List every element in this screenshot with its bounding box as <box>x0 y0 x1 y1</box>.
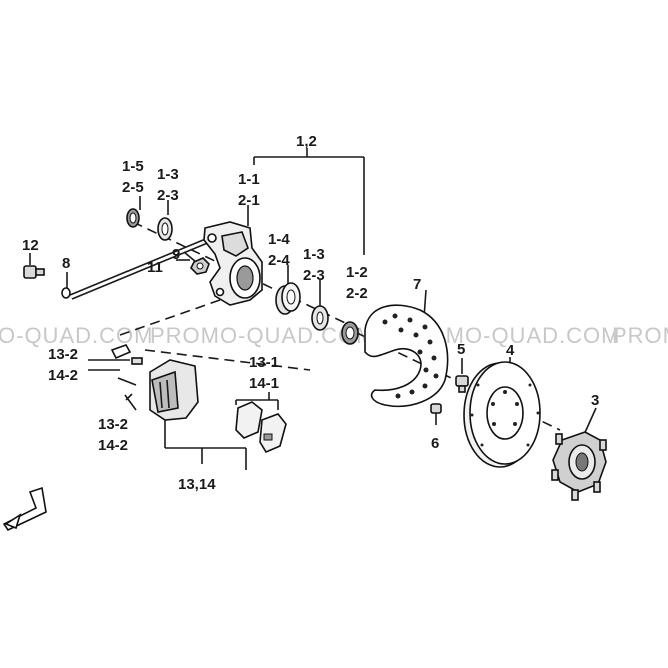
bolt-part-6 <box>430 403 442 414</box>
label-1-1: 1-1 <box>238 171 260 188</box>
label-14-1: 14-1 <box>249 375 279 392</box>
bracket-group-13-1 <box>235 399 279 410</box>
label-2-2: 2-2 <box>346 285 368 302</box>
watermark-text: O-QUAD.COM <box>0 323 153 348</box>
label-11: 11 <box>147 259 163 276</box>
label-5: 5 <box>457 341 465 358</box>
watermark-text: PROMO <box>612 323 668 348</box>
brake-pads-part-13-1 <box>235 401 287 454</box>
label-7: 7 <box>413 276 421 293</box>
bolt-part-12 <box>23 265 45 279</box>
brake-caliper-part-13-14 <box>110 344 199 421</box>
label-2-3: 2-3 <box>157 187 179 204</box>
wheel-hub-part-3 <box>551 431 607 501</box>
seal-part-1-2 <box>341 321 359 345</box>
label-1-3: 1-3 <box>157 166 179 183</box>
cotter-pin-part-8 <box>61 287 71 299</box>
label-1-2-group: 1,2 <box>296 133 317 150</box>
tie-rod-line <box>69 237 211 300</box>
label-1-4: 1-4 <box>268 231 290 248</box>
seal-part-1-5 <box>126 208 140 228</box>
label-14-2: 14-2 <box>98 437 128 454</box>
bracket-group-13-14 <box>164 420 247 470</box>
watermark-text: PROMO-QUAD.COM <box>150 323 375 348</box>
label-8: 8 <box>62 255 70 272</box>
label-13-1: 13-1 <box>249 354 279 371</box>
label-2-1: 2-1 <box>238 192 260 209</box>
steering-knuckle-part-1-1 <box>203 221 263 306</box>
label-2-3: 2-3 <box>303 267 325 284</box>
label-2-5: 2-5 <box>122 179 144 196</box>
bolt-part-5 <box>455 375 469 393</box>
label-13-14-group: 13,14 <box>178 476 216 493</box>
label-1-2: 1-2 <box>346 264 368 281</box>
nut-part-9 <box>190 257 210 275</box>
label-1-5: 1-5 <box>122 158 144 175</box>
spacer-part-1-4 <box>275 282 301 315</box>
label-1-3: 1-3 <box>303 246 325 263</box>
part-labels: 1,2 1-5 2-5 1-3 2-3 1-1 2-1 12 8 9 11 1-… <box>22 133 599 493</box>
label-2-4: 2-4 <box>268 252 290 269</box>
bracket-group-1-2 <box>253 148 365 255</box>
label-12: 12 <box>22 237 39 254</box>
disc-guard-part-7 <box>364 304 449 407</box>
label-13-2: 13-2 <box>48 346 78 363</box>
watermark: O-QUAD.COM PROMO-QUAD.COM PROMO-QUAD.COM… <box>0 323 668 348</box>
label-14-2: 14-2 <box>48 367 78 384</box>
label-6: 6 <box>431 435 439 452</box>
bearing-part-1-3-lower <box>311 305 329 331</box>
label-13-2: 13-2 <box>98 416 128 433</box>
brake-disc-part-4 <box>463 361 541 468</box>
label-4: 4 <box>506 342 515 359</box>
label-9: 9 <box>172 246 180 263</box>
bearing-part-1-3-upper <box>157 217 173 241</box>
front-direction-icon <box>2 486 47 532</box>
label-3: 3 <box>591 392 599 409</box>
